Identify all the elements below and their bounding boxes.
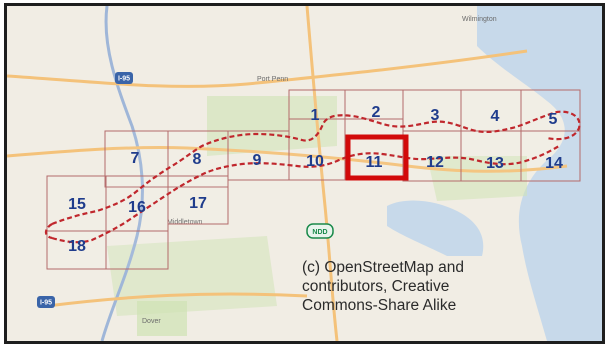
map-frame: I-95 I-95 NDD Wilmington Port Penn Middl… bbox=[4, 3, 605, 344]
sheet-cell[interactable] bbox=[520, 89, 581, 132]
sheet-label[interactable]: 10 bbox=[306, 153, 324, 170]
road bbox=[46, 292, 308, 308]
sheet-cell[interactable] bbox=[460, 89, 522, 132]
route-line bbox=[44, 223, 53, 240]
sheet-label[interactable]: 7 bbox=[131, 150, 140, 167]
park-area bbox=[137, 301, 187, 336]
green-area bbox=[427, 156, 527, 201]
sheet-cell[interactable] bbox=[46, 175, 107, 232]
sheet-cell[interactable] bbox=[227, 130, 290, 181]
water-inlet bbox=[387, 200, 484, 256]
selected-sheet-highlight[interactable] bbox=[345, 134, 409, 181]
road bbox=[305, 6, 339, 341]
map-canvas[interactable]: I-95 I-95 NDD Wilmington Port Penn Middl… bbox=[7, 6, 602, 341]
map-attribution: (c) OpenStreetMap and contributors, Crea… bbox=[302, 258, 542, 315]
sheet-label[interactable]: 5 bbox=[549, 111, 558, 128]
sheet-label[interactable]: 9 bbox=[253, 152, 262, 169]
sheet-cell[interactable] bbox=[402, 130, 462, 182]
route-line bbox=[51, 145, 560, 244]
sheet-label[interactable]: 16 bbox=[128, 199, 146, 216]
svg-text:NDD: NDD bbox=[312, 229, 327, 236]
sheet-cell[interactable] bbox=[167, 175, 229, 225]
place-label: Wilmington bbox=[462, 16, 497, 23]
sheet-label[interactable]: 3 bbox=[431, 107, 440, 124]
sheet-label[interactable]: 14 bbox=[545, 155, 563, 172]
place-label: Middletown bbox=[167, 219, 203, 226]
place-label: Dover bbox=[142, 318, 161, 325]
sheet-cell[interactable] bbox=[105, 230, 169, 270]
sheet-label[interactable]: 17 bbox=[189, 195, 207, 212]
svg-text:I-95: I-95 bbox=[40, 299, 52, 306]
sheet-label[interactable]: 2 bbox=[372, 104, 381, 121]
sheet-cell[interactable] bbox=[288, 118, 346, 181]
sheet-label[interactable]: 15 bbox=[68, 196, 86, 213]
road-shield: I-95 bbox=[115, 72, 133, 84]
road-shield: NDD bbox=[306, 223, 334, 239]
sheet-label[interactable]: 13 bbox=[486, 155, 504, 172]
road bbox=[7, 146, 568, 173]
svg-text:I-95: I-95 bbox=[118, 75, 130, 82]
sheet-label[interactable]: 11 bbox=[366, 154, 383, 171]
road bbox=[7, 49, 528, 88]
sheet-label[interactable]: 12 bbox=[426, 154, 444, 171]
road-shield: I-95 bbox=[37, 296, 55, 308]
place-label: Port Penn bbox=[257, 76, 288, 83]
attribution-line: contributors, Creative bbox=[302, 278, 450, 295]
highway-road bbox=[100, 6, 144, 341]
sheet-label[interactable]: 4 bbox=[491, 108, 500, 125]
attribution-line: Commons-Share Alike bbox=[302, 297, 457, 314]
attribution-line: (c) OpenStreetMap and bbox=[302, 259, 464, 276]
sheet-label[interactable]: 8 bbox=[193, 151, 202, 168]
sheet-label[interactable]: 18 bbox=[68, 238, 86, 255]
route-line bbox=[51, 110, 581, 226]
sheet-label[interactable]: 1 bbox=[311, 107, 320, 124]
